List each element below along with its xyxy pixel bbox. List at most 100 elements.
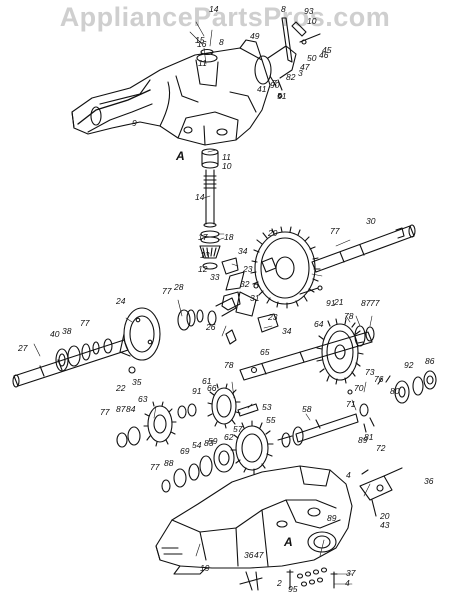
part-label: 32 — [240, 279, 250, 289]
part-label: 27 — [17, 343, 28, 353]
part-label: 89 — [327, 513, 337, 523]
part-label: 23 — [242, 264, 253, 274]
right-gear-cluster — [377, 370, 437, 404]
section-marker-lower: A — [283, 535, 293, 549]
part-label: 50 — [307, 53, 317, 63]
part-label: 37 — [346, 568, 356, 578]
middle-gear-sets — [116, 366, 375, 448]
part-label: 83 — [204, 438, 214, 448]
part-label: 19 — [200, 563, 210, 573]
part-label: 93 — [304, 6, 314, 16]
part-label: 58 — [302, 404, 312, 414]
part-label: 21 — [333, 297, 344, 307]
part-label: 80 — [390, 386, 400, 396]
part-label: 4 — [345, 578, 350, 588]
part-label: 13 — [200, 250, 210, 260]
part-label: 29 — [267, 228, 278, 238]
vertical-shaft — [201, 148, 219, 228]
part-label: 22 — [115, 383, 126, 393]
part-label: 8 — [281, 4, 286, 14]
leader-lines — [33, 21, 373, 585]
part-label: 59 — [208, 436, 218, 446]
part-label: 92 — [404, 360, 414, 370]
lower-gear-stack — [161, 420, 293, 493]
watermark: AppliancePartsPros.com — [59, 2, 391, 32]
part-label: 8 — [219, 37, 224, 47]
main-bevel-gear — [250, 226, 321, 309]
part-label: 30 — [366, 216, 376, 226]
part-label: 88 — [164, 458, 174, 468]
part-label: 77 — [150, 462, 160, 472]
part-label: 87 — [361, 298, 371, 308]
part-label: 77 — [370, 298, 380, 308]
part-label: 82 — [286, 72, 296, 82]
part-label: 69 — [180, 446, 190, 456]
left-axle-shaft — [12, 338, 136, 388]
part-label: 81 — [364, 432, 374, 442]
part-label: 2 — [276, 578, 282, 588]
pinion-gear-stack — [199, 230, 221, 270]
part-label: 78 — [224, 360, 234, 370]
part-label: 43 — [380, 520, 390, 530]
part-label: 71 — [346, 399, 356, 409]
part-label: 17 — [198, 232, 208, 242]
part-label: 16 — [197, 39, 207, 49]
part-label: 41 — [257, 84, 267, 94]
part-label: 84 — [126, 404, 136, 414]
part-label: 53 — [262, 402, 272, 412]
right-bracket — [359, 467, 403, 517]
part-label: 3 — [298, 68, 303, 78]
right-axle-shaft — [311, 224, 416, 273]
part-label: 70 — [354, 383, 364, 393]
part-label: 91 — [326, 298, 336, 308]
part-label: 36 — [244, 550, 254, 560]
upper-housing — [71, 39, 271, 146]
part-label: 47 — [300, 62, 310, 72]
part-label: 64 — [314, 319, 324, 329]
part-label: 63 — [138, 394, 148, 404]
part-label: 46 — [319, 50, 329, 60]
part-label: 86 — [425, 356, 435, 366]
part-label: 62 — [224, 432, 234, 442]
part-label: 26 — [205, 322, 216, 332]
part-label: 34 — [282, 326, 292, 336]
part-label: 45 — [322, 45, 332, 55]
part-label: 15 — [195, 35, 205, 45]
part-label: 47 — [254, 550, 264, 560]
part-label: 55 — [266, 415, 276, 425]
part-label: 10 — [222, 161, 232, 171]
part-label: 95 — [288, 584, 298, 594]
part-label: 18 — [224, 232, 234, 242]
part-label: 90 — [270, 80, 280, 90]
part-label: 20 — [379, 511, 390, 521]
part-label: 36 — [424, 476, 434, 486]
part-label: 23 — [267, 312, 278, 322]
part-label: 9 — [132, 118, 137, 128]
part-label: 40 — [50, 329, 60, 339]
part-label: 73 — [365, 367, 375, 377]
shift-lever-assembly — [254, 17, 321, 99]
part-label: 10 — [307, 16, 317, 26]
part-label: 11 — [198, 58, 207, 68]
section-marker-upper: A — [175, 149, 185, 163]
part-label: 33 — [210, 272, 220, 282]
part-label: 12 — [198, 264, 208, 274]
part-label: 77 — [330, 226, 340, 236]
part-label: 77 — [80, 318, 90, 328]
part-label: 31 — [250, 293, 260, 303]
part-label: 91 — [192, 386, 202, 396]
differential-cover — [119, 297, 237, 361]
part-label: 65 — [260, 347, 270, 357]
part-label: 35 — [132, 377, 142, 387]
part-label: 7 — [272, 78, 277, 88]
part-label: 66 — [207, 383, 217, 393]
lower-housing — [155, 465, 353, 575]
part-label: 77 — [162, 286, 172, 296]
part-label: 34 — [238, 246, 248, 256]
part-label: 76 — [374, 374, 384, 384]
part-label: 24 — [115, 296, 126, 306]
countershaft-gears — [239, 318, 375, 385]
part-label: 89 — [358, 435, 368, 445]
